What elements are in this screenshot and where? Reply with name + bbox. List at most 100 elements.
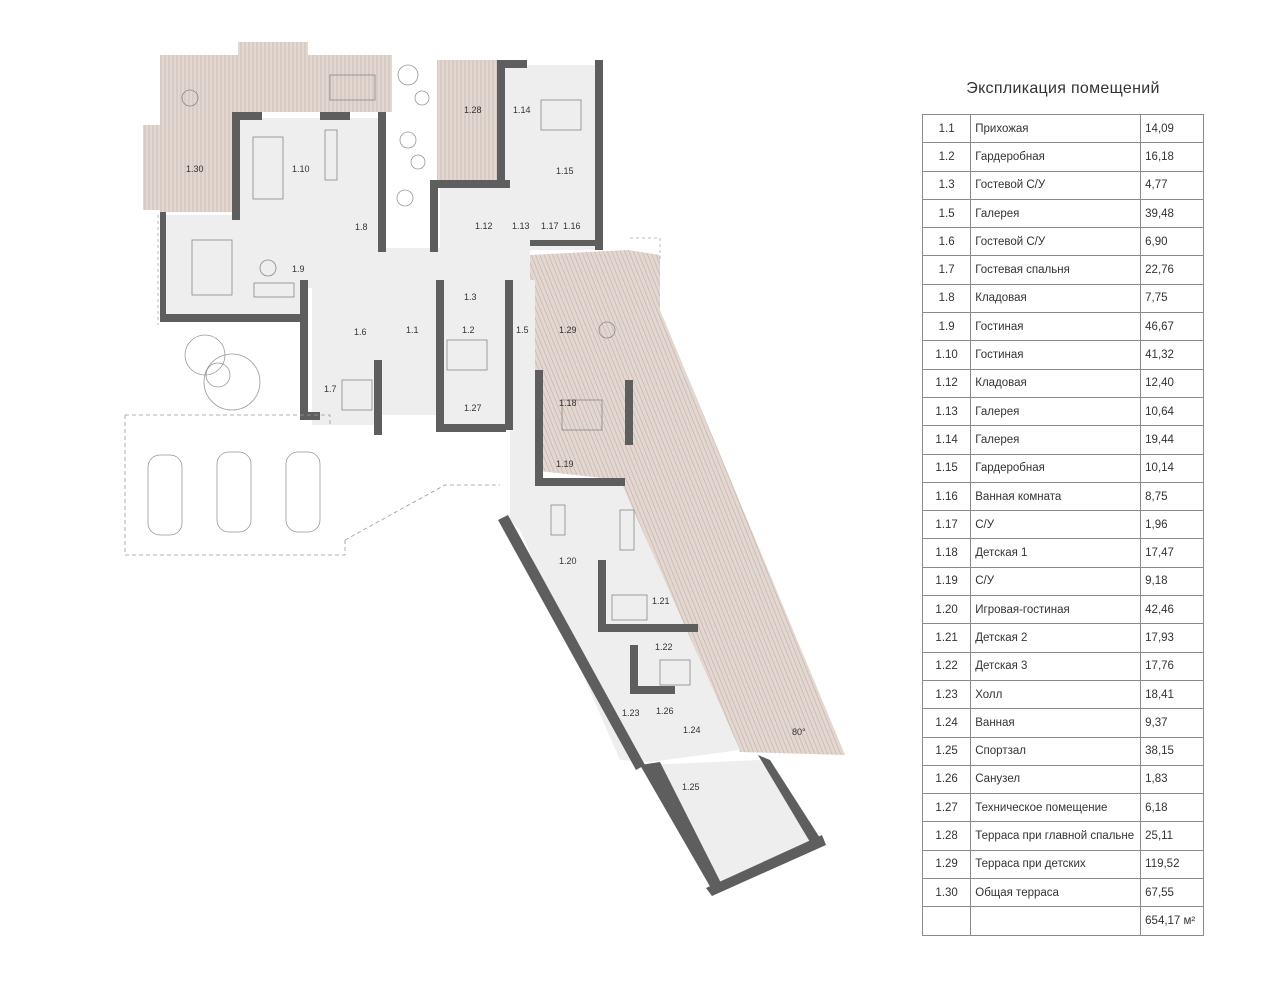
room-label: 1.18 — [559, 398, 577, 408]
room-number: 1.16 — [921, 481, 972, 512]
wall — [640, 762, 722, 890]
room-area: 1,96 — [1140, 510, 1204, 540]
room-number: 1.18 — [921, 538, 972, 568]
room-label: 1.5 — [516, 325, 529, 335]
terrace-1-28 — [437, 60, 497, 182]
room-number: 1.12 — [921, 368, 972, 398]
room-area: 17,76 — [1140, 651, 1204, 681]
room-area: 1,83 — [1140, 764, 1204, 795]
floors — [165, 65, 815, 890]
room-label: 1.8 — [355, 222, 368, 232]
room-number: 1.21 — [921, 623, 972, 653]
site-lines — [157, 215, 661, 325]
room-area: 67,55 — [1140, 878, 1204, 908]
room-area: 12,40 — [1140, 368, 1204, 398]
terraces — [143, 42, 845, 755]
wall — [497, 60, 527, 68]
room-label: 1.10 — [292, 164, 310, 174]
room-area: 9,18 — [1140, 566, 1204, 597]
room-name: Санузел — [970, 764, 1142, 795]
room-number: 1.20 — [921, 595, 972, 625]
room-area: 39,48 — [1140, 198, 1204, 229]
terrace-1-30 — [160, 55, 392, 212]
room-number: 1.10 — [921, 340, 972, 370]
room-number: 1.24 — [921, 708, 972, 738]
room-area: 14,09 — [1140, 113, 1204, 144]
room-name: Гардеробная — [970, 453, 1142, 483]
room-number: 1.7 — [921, 255, 972, 285]
room-number: 1.22 — [921, 651, 972, 681]
room-label: 1.17 — [541, 221, 559, 231]
room-area: 119,52 — [1140, 849, 1204, 880]
room-area: 46,67 — [1140, 312, 1204, 342]
wall — [232, 112, 240, 220]
floor-dressing — [440, 285, 510, 425]
wall — [625, 380, 633, 445]
wall — [706, 835, 826, 896]
room-name: Игровая-гостиная — [970, 595, 1142, 625]
walls — [160, 60, 826, 896]
room-name — [970, 906, 1142, 936]
room-label: 1.9 — [292, 264, 305, 274]
wall — [497, 60, 505, 188]
room-label: 1.20 — [559, 556, 577, 566]
wall — [535, 370, 543, 485]
parking — [124, 414, 500, 556]
room-name: Холл — [970, 679, 1142, 710]
room-name: Ванная комната — [970, 481, 1142, 512]
room-area: 18,41 — [1140, 679, 1204, 710]
room-number: 1.29 — [921, 849, 972, 880]
room-number: 1.26 — [921, 764, 972, 795]
room-label: 1.12 — [475, 221, 493, 231]
floor-gallery-east — [510, 280, 740, 762]
room-area: 38,15 — [1140, 736, 1204, 766]
wall — [320, 112, 350, 120]
wall — [436, 280, 444, 430]
wall — [232, 112, 262, 120]
room-label: 1.1 — [406, 325, 419, 335]
room-area: 9,37 — [1140, 708, 1204, 738]
room-number: 1.17 — [921, 510, 972, 540]
room-number: 1.25 — [921, 736, 972, 766]
room-number: 1.5 — [921, 198, 972, 229]
room-name: Терраса при главной спальне — [970, 821, 1142, 851]
wall — [378, 112, 386, 252]
room-label: 1.19 — [556, 459, 574, 469]
room-number: 1.15 — [921, 453, 972, 483]
room-area: 4,77 — [1140, 170, 1204, 200]
wall — [300, 412, 320, 420]
wall — [300, 280, 308, 420]
table-total-row: 654,17 м² — [921, 906, 1204, 936]
angle-note: 80° — [792, 727, 806, 737]
wall — [374, 360, 382, 435]
trees — [184, 64, 430, 411]
wall — [598, 560, 606, 630]
room-area: 6,18 — [1140, 793, 1204, 823]
wall — [436, 424, 506, 432]
room-area: 22,76 — [1140, 255, 1204, 285]
room-name: Гардеробная — [970, 142, 1142, 172]
room-label: 1.26 — [656, 706, 674, 716]
room-name: Ванная — [970, 708, 1142, 738]
room-name: Гостевой С/У — [970, 170, 1142, 200]
room-label: 1.23 — [622, 708, 640, 718]
room-number: 1.2 — [921, 142, 972, 172]
